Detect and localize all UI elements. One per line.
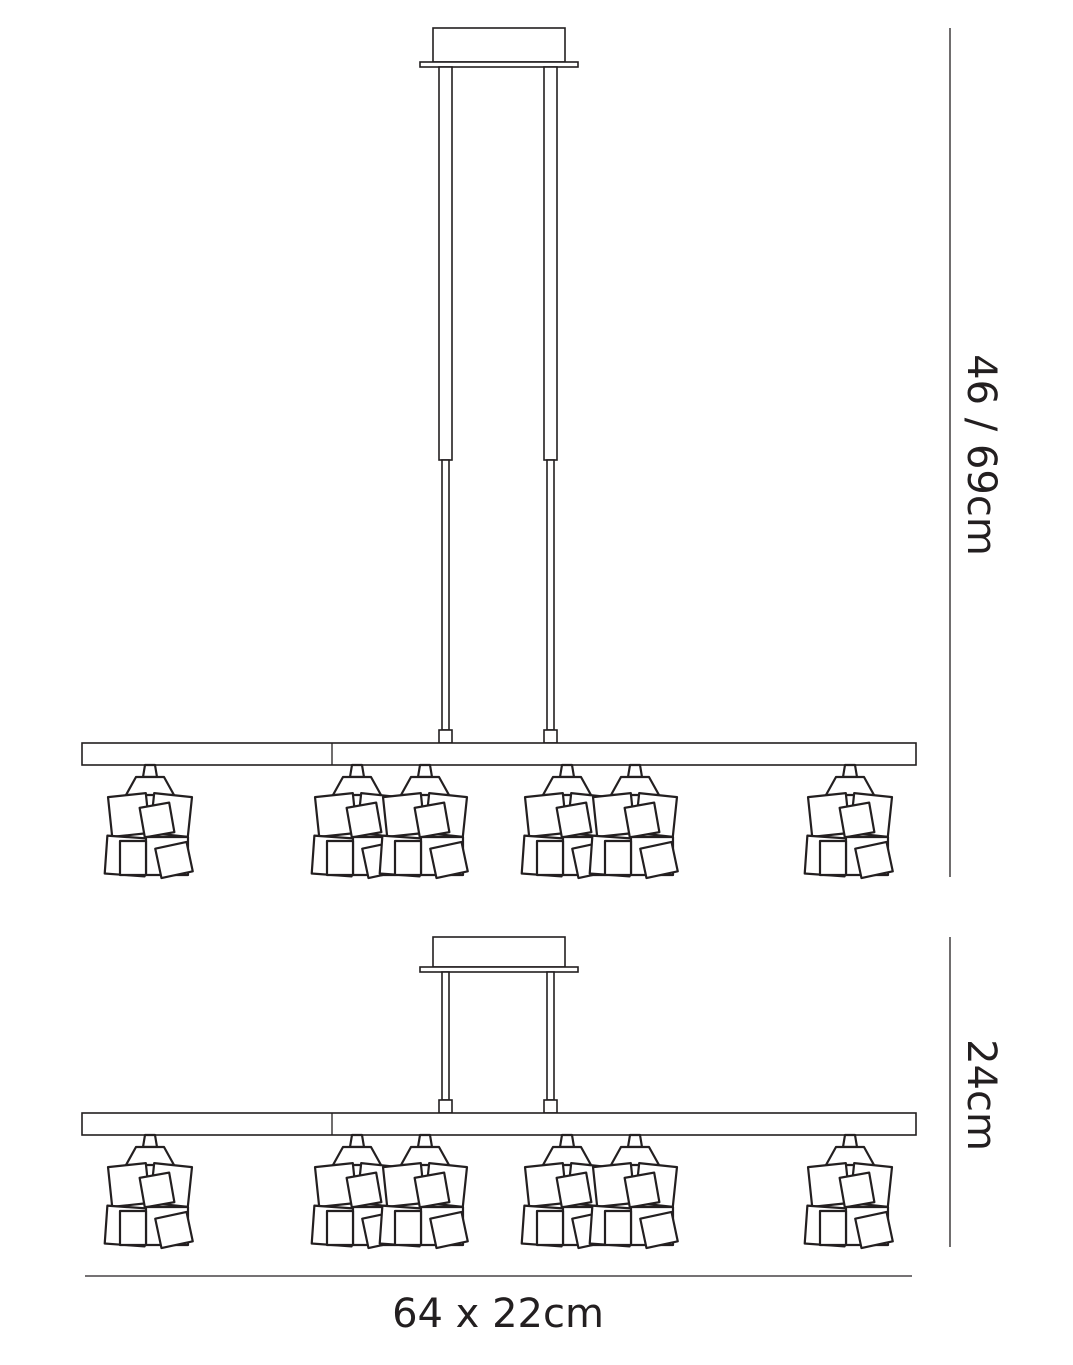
- retracted-view: [81, 936, 917, 1250]
- light-bar: [81, 742, 917, 766]
- shade-5: [588, 763, 679, 880]
- ceiling-canopy: [432, 27, 566, 63]
- width-label: 64 x 22cm: [392, 1291, 604, 1337]
- rod-collar-right: [543, 1099, 558, 1114]
- shade-1: [103, 763, 194, 880]
- shade-3: [378, 1133, 469, 1250]
- suspension-rod-left: [441, 971, 450, 1101]
- rod-collar-left: [438, 1099, 453, 1114]
- ceiling-canopy: [432, 936, 566, 968]
- suspension-rod-right-lower: [546, 459, 555, 731]
- extended-view: [81, 27, 917, 880]
- shade-6: [803, 763, 894, 880]
- canopy-plate: [419, 61, 579, 68]
- shade-1: [103, 1133, 194, 1250]
- light-bar: [81, 1112, 917, 1136]
- shade-6: [803, 1133, 894, 1250]
- rod-collar-right: [543, 729, 558, 744]
- shade-3: [378, 763, 469, 880]
- canopy-plate: [419, 966, 579, 973]
- suspension-rod-left-upper: [438, 66, 453, 461]
- height-label-retracted: 24cm: [958, 1039, 1004, 1151]
- height-label-extended: 46 / 69cm: [958, 354, 1004, 556]
- rod-collar-left: [438, 729, 453, 744]
- suspension-rod-right-upper: [543, 66, 558, 461]
- shade-5: [588, 1133, 679, 1250]
- suspension-rod-left-lower: [441, 459, 450, 731]
- suspension-rod-right: [546, 971, 555, 1101]
